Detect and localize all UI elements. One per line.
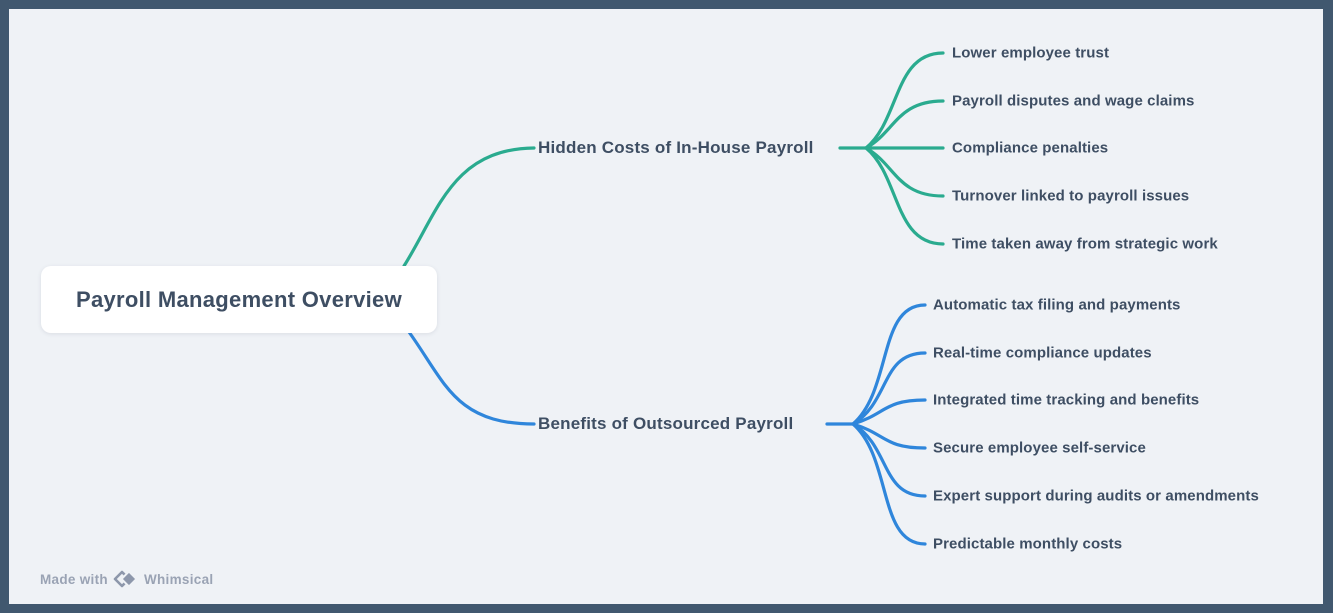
brand-label: Whimsical: [143, 571, 214, 587]
branch-hidden-costs[interactable]: Hidden Costs of In-House Payroll: [538, 138, 814, 157]
leaf-compliance-penalties[interactable]: Compliance penalties: [952, 139, 1109, 157]
branch-benefits-outsourced[interactable]: Benefits of Outsourced Payroll: [538, 414, 794, 433]
leaf-automatic-tax-filing[interactable]: Automatic tax filing and payments: [933, 296, 1181, 314]
leaf-secure-self-service[interactable]: Secure employee self-service: [933, 439, 1146, 457]
leaf-realtime-compliance[interactable]: Real-time compliance updates: [933, 344, 1152, 362]
leaf-turnover-linked[interactable]: Turnover linked to payroll issues: [952, 187, 1190, 205]
whimsical-watermark[interactable]: Made with Whimsical: [40, 568, 213, 590]
whimsical-logo-icon: [113, 570, 138, 588]
root-node-label: Payroll Management Overview: [75, 286, 402, 312]
leaf-integrated-tracking[interactable]: Integrated time tracking and benefits: [933, 391, 1200, 409]
leaf-expert-support[interactable]: Expert support during audits or amendmen…: [933, 487, 1259, 505]
leaf-time-taken-away[interactable]: Time taken away from strategic work: [952, 235, 1218, 253]
leaf-payroll-disputes[interactable]: Payroll disputes and wage claims: [952, 92, 1195, 110]
leaf-lower-employee-trust[interactable]: Lower employee trust: [952, 44, 1110, 62]
made-with-label: Made with: [40, 571, 108, 587]
leaf-predictable-costs[interactable]: Predictable monthly costs: [933, 535, 1123, 553]
root-node[interactable]: Payroll Management Overview: [41, 266, 437, 333]
